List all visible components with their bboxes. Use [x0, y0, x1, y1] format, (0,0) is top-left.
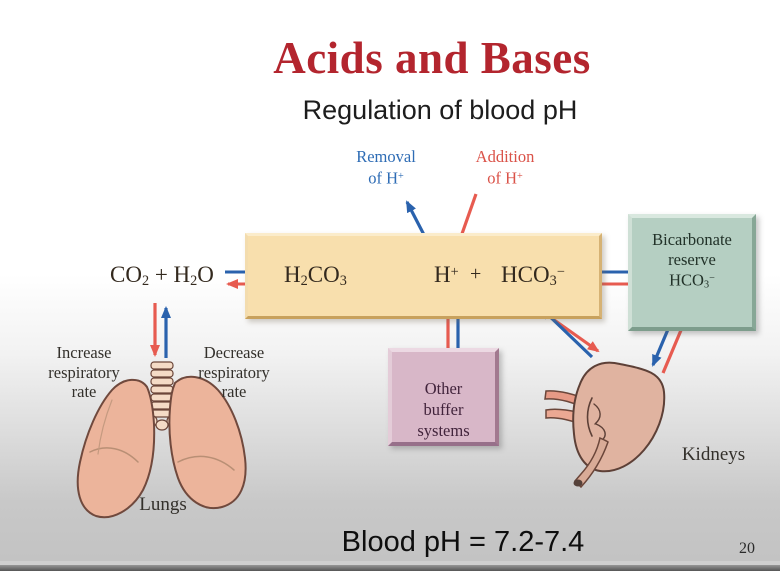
label-removal-of-h: Removal of H+ [336, 147, 436, 187]
page-subtitle: Regulation of blood pH [302, 95, 578, 125]
equation-highlight-box [245, 233, 602, 319]
box-line: Other [424, 379, 463, 398]
formula-sub: 2 [300, 273, 308, 290]
label-line: respiratory [198, 362, 270, 382]
kidney-illustration [544, 361, 666, 489]
label-line: Decrease [203, 343, 265, 362]
formula-text: O [197, 262, 214, 287]
box-line: systems [417, 421, 470, 440]
label-lungs: Lungs [139, 494, 187, 515]
formula-text: CO [110, 262, 142, 287]
ureter-icon [573, 436, 609, 489]
formula-text: H [434, 262, 451, 287]
footer-divider [0, 561, 780, 565]
plus-sign: + [470, 263, 482, 285]
kidney-hilum-line [593, 403, 601, 425]
label-increase-respiratory-rate: Increase respiratory rate [35, 343, 133, 402]
formula-h2co3: H2CO3 [284, 262, 347, 290]
formula-sup: − [556, 264, 565, 281]
lung-arrows [150, 303, 171, 358]
ureter-tip [573, 479, 583, 487]
label-decrease-respiratory-rate: Decrease respiratory rate [185, 343, 283, 402]
formula-text: + H [149, 262, 191, 287]
label-line: Addition [475, 147, 535, 166]
formula-text: H [284, 262, 301, 287]
label-line: rate [71, 382, 97, 401]
lung-fissure-line [97, 399, 113, 455]
lung-fissure-line [177, 455, 235, 471]
box-formula: HCO3− [669, 270, 715, 291]
kidney-body-icon [572, 361, 666, 473]
kidney-hilum-line [586, 397, 593, 437]
lungs-illustration [76, 361, 247, 519]
right-lung-icon [168, 375, 247, 510]
formula-text: CO [307, 262, 340, 287]
footer-bar [0, 565, 780, 571]
label-line: respiratory [48, 362, 120, 382]
page-title: Acids and Bases [273, 33, 591, 83]
formula-sup: + [450, 264, 459, 281]
label-line: Removal [356, 147, 416, 166]
label-kidneys: Kidneys [681, 444, 746, 465]
formula-sub: 2 [141, 273, 150, 290]
other-buffer-systems-box: Other buffer systems [388, 348, 499, 446]
formula-sub: 3 [339, 273, 347, 290]
formula-h-plus: H+ [434, 262, 459, 288]
page-number: 20 [739, 540, 755, 557]
label-line: of H+ [487, 167, 523, 187]
box-line: Bicarbonate [652, 230, 732, 249]
label-line: Increase [56, 343, 112, 362]
lung-fissure-line [89, 447, 139, 463]
box-line: buffer [423, 400, 464, 419]
label-line: of H+ [368, 167, 404, 187]
blood-ph-caption: Blood pH = 7.2-7.4 [341, 526, 585, 558]
formula-co2-h2o: CO2 + H2O [110, 262, 214, 290]
formula-sub: 2 [190, 273, 198, 290]
label-addition-of-h: Addition of H+ [455, 147, 555, 187]
box-line: reserve [668, 249, 716, 269]
formula-hco3: HCO3− [501, 262, 565, 290]
label-line: rate [221, 382, 247, 401]
formula-sub: 3 [549, 273, 557, 290]
bicarbonate-reserve-box: Bicarbonate reserve HCO3− [628, 214, 756, 331]
formula-text: HCO [501, 262, 550, 287]
